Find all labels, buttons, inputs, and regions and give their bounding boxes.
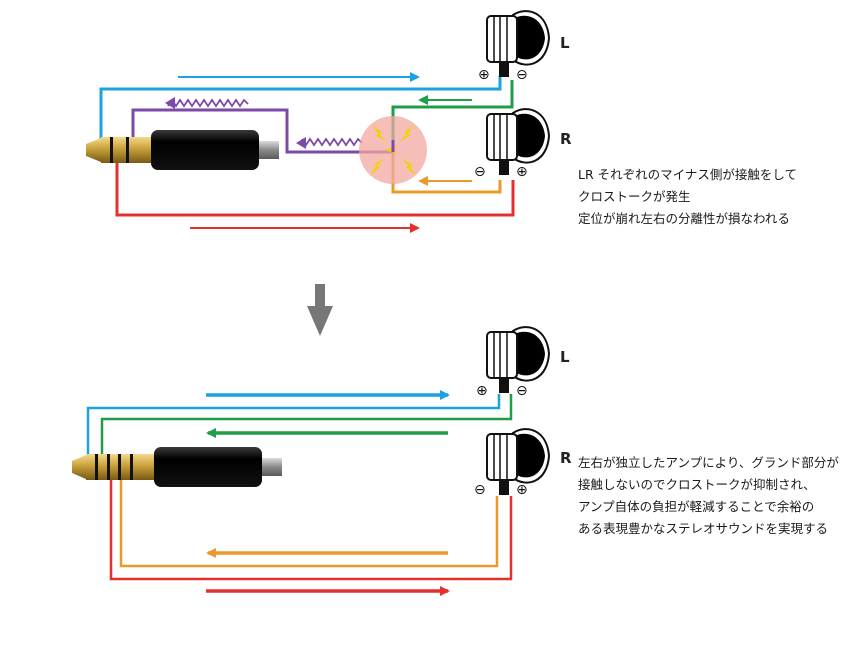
bottom-caption-line: 左右が独立したアンプにより、グランド部分が xyxy=(578,455,839,470)
bottom-label-r: R xyxy=(560,449,572,467)
bottom-caption: 左右が独立したアンプにより、グランド部分が 接触しないのでクロストークが抑制され… xyxy=(578,452,839,540)
top-r-plus-icon: ⊕ xyxy=(516,164,528,180)
bottom-label-l: L xyxy=(560,348,570,366)
top-left-signal-wire xyxy=(99,76,502,150)
top-r-minus-icon: ⊖ xyxy=(474,164,486,180)
bottom-plug xyxy=(72,447,282,487)
bottom-caption-line: 接触しないのでクロストークが抑制され、 xyxy=(578,477,816,492)
top-crosstalk-zigzag-lower-head xyxy=(296,137,306,149)
top-right-signal-wire xyxy=(115,158,515,217)
bottom-l-plus-icon: ⊕ xyxy=(476,383,488,399)
bottom-r-minus-icon: ⊖ xyxy=(474,482,486,498)
top-label-l: L xyxy=(560,34,570,52)
bottom-l-minus-icon: ⊖ xyxy=(516,383,528,399)
bottom-right-ground-wire xyxy=(119,476,499,568)
top-crosstalk-zigzag-upper-head xyxy=(165,97,175,109)
top-diagram: ⊕ ⊖ L ⊖ ⊕ R xyxy=(86,10,572,233)
down-arrow-icon xyxy=(307,284,333,336)
bottom-caption-line: ある表現豊かなステレオサウンドを実現する xyxy=(578,521,829,536)
bottom-r-plus-icon: ⊕ xyxy=(516,482,528,498)
top-l-minus-icon: ⊖ xyxy=(516,67,528,83)
top-crosstalk-zigzag-upper xyxy=(167,98,249,108)
bottom-diagram: ⊕ ⊖ L ⊖ ⊕ R xyxy=(72,326,572,596)
top-plug xyxy=(86,130,279,170)
top-caption-line: LR それぞれのマイナス側が接触をして xyxy=(578,167,797,182)
bottom-left-ground-wire xyxy=(100,394,513,457)
top-crosstalk-zigzag-lower xyxy=(301,137,363,147)
bottom-right-signal-wire xyxy=(109,476,513,581)
bottom-caption-line: アンプ自体の負担が軽減することで余裕の xyxy=(578,499,815,514)
top-shared-ground-wire xyxy=(131,108,393,154)
top-caption: LR それぞれのマイナス側が接触をして クロストークが発生 定位が崩れ左右の分離… xyxy=(578,164,797,230)
top-l-plus-icon: ⊕ xyxy=(478,67,490,83)
top-label-r: R xyxy=(560,130,572,148)
bottom-left-signal-wire xyxy=(86,394,501,457)
top-caption-line: 定位が崩れ左右の分離性が損なわれる xyxy=(578,211,790,226)
top-caption-line: クロストークが発生 xyxy=(578,189,691,204)
